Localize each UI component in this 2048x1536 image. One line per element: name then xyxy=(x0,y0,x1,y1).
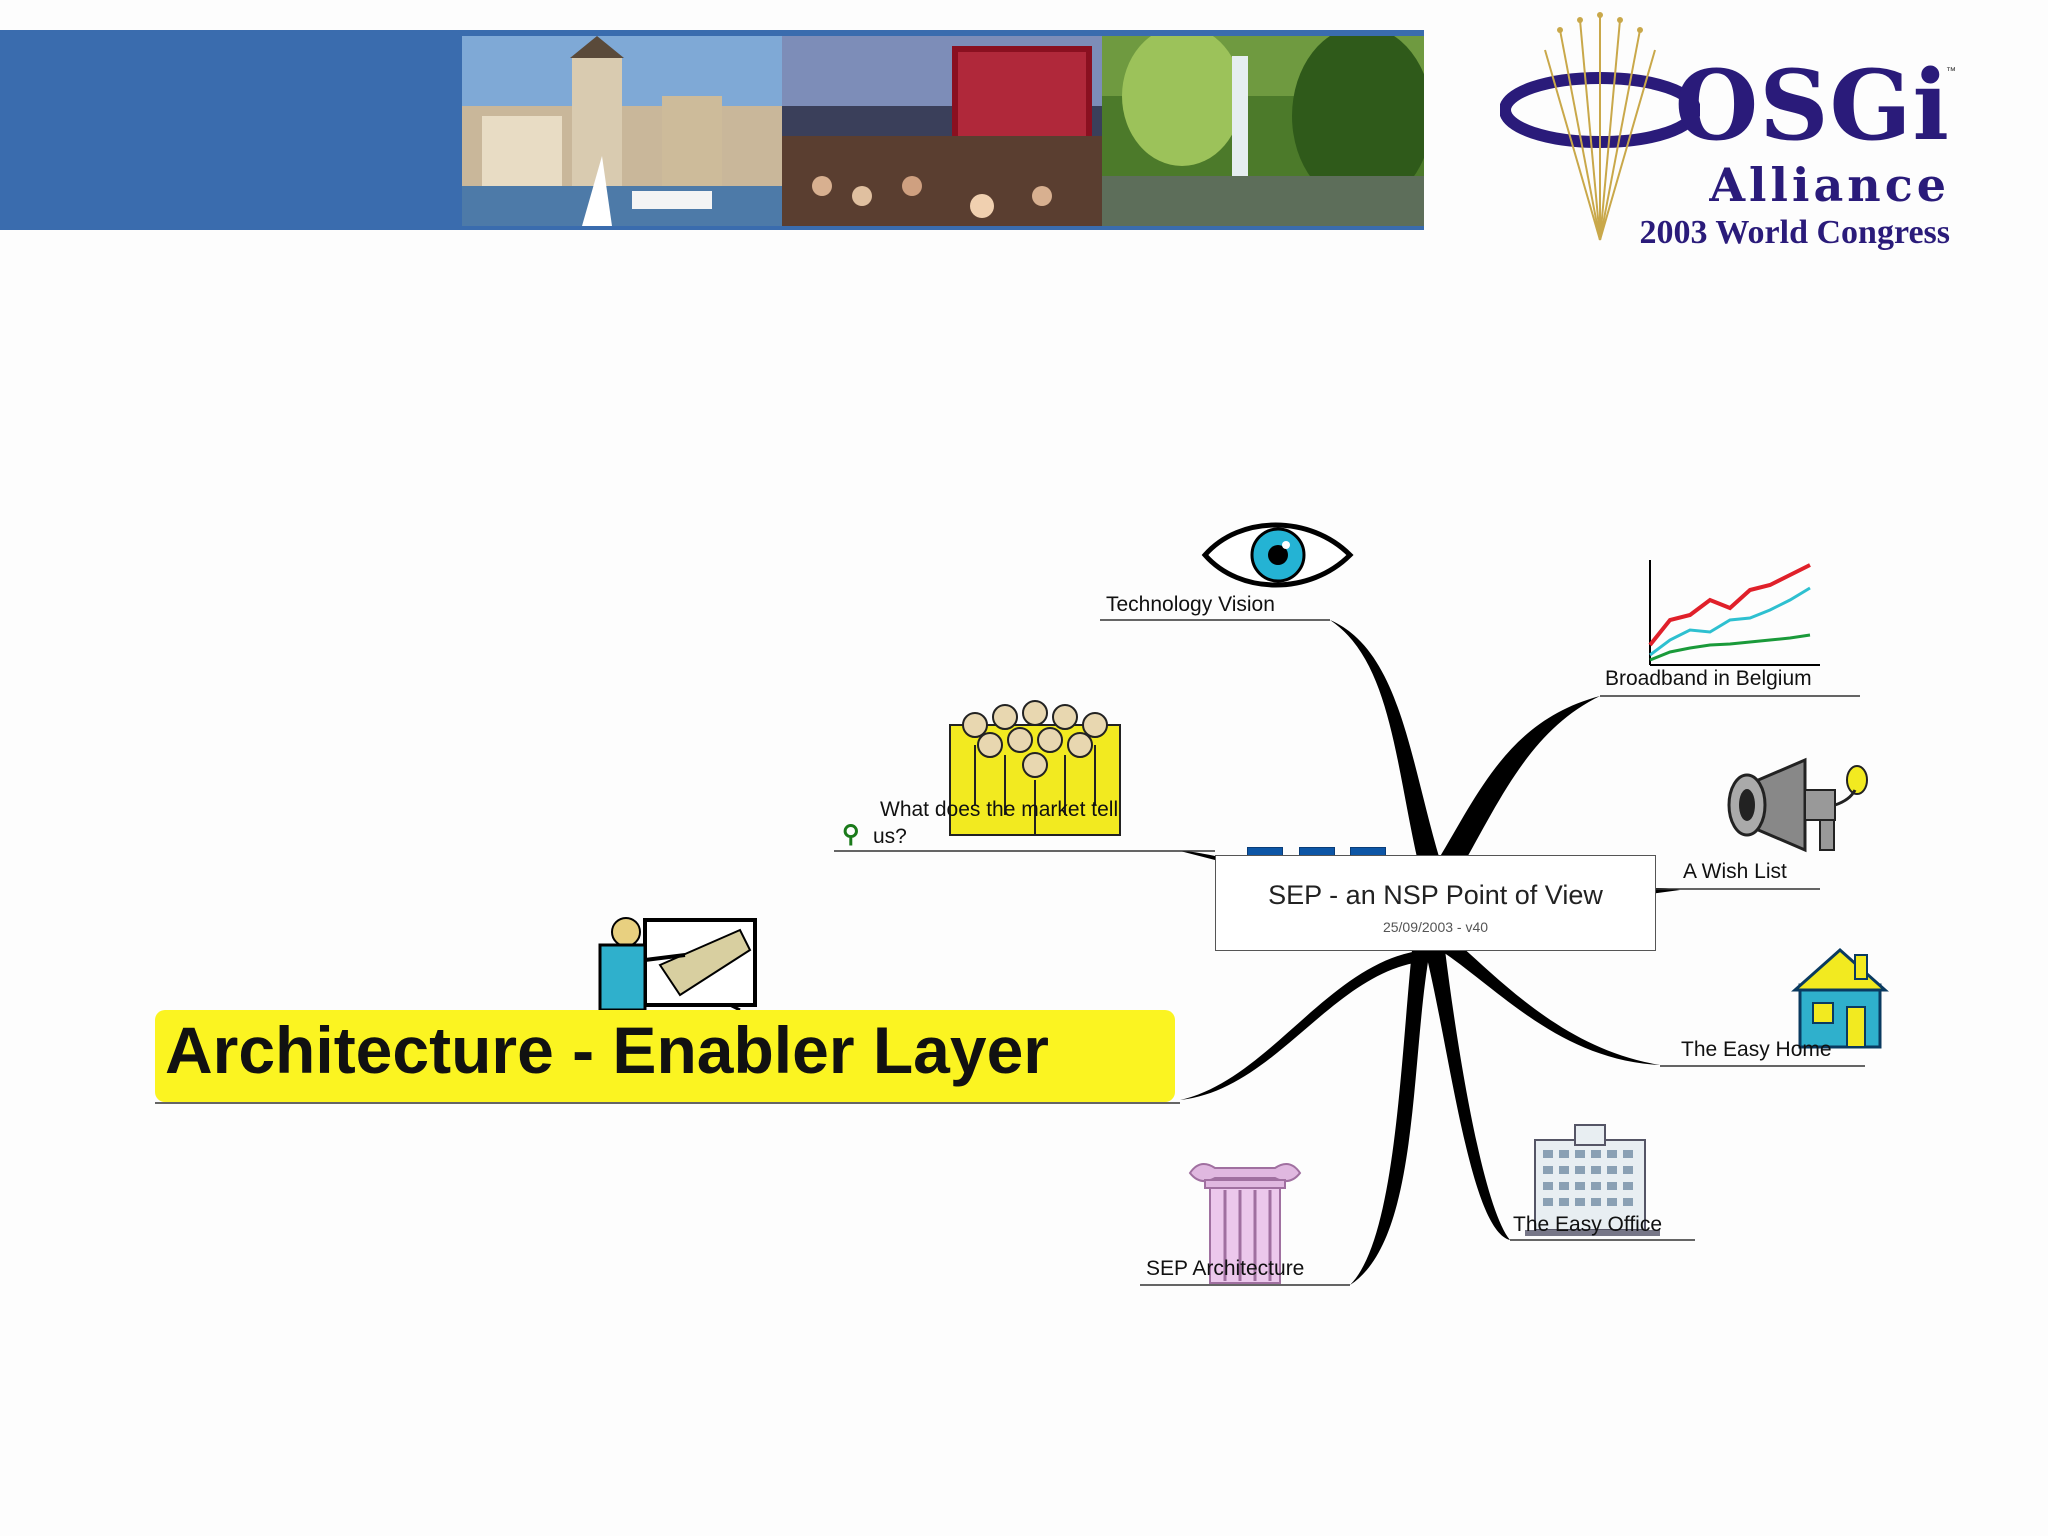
logo-emblem xyxy=(1500,12,1700,241)
logo-congress-text: 2003 World Congress xyxy=(1639,214,1950,251)
central-topic-title: SEP - an NSP Point of View xyxy=(1268,880,1603,910)
topic-market-line-1[interactable]: What does the market tell xyxy=(880,798,1119,821)
topic-easy-office[interactable]: The Easy Office xyxy=(1513,1213,1663,1236)
osgi-alliance-logo: OSGi ™ Alliance 2003 World Congress xyxy=(1500,10,1970,251)
megaphone-icon xyxy=(1727,757,1868,853)
logo-trademark: ™ xyxy=(1946,66,1956,77)
hint-icon[interactable]: ⚲ xyxy=(842,821,860,848)
topic-technology-vision[interactable]: Technology Vision xyxy=(1106,593,1275,616)
photo-cinema xyxy=(782,36,1102,226)
logo-alliance-text: Alliance xyxy=(1709,158,1950,212)
highlighted-topic-background xyxy=(155,1010,1175,1102)
column-icon xyxy=(1188,1163,1302,1284)
crowd-icon xyxy=(949,700,1121,836)
logo-wordmark: OSGi xyxy=(1674,49,1950,162)
eye-icon xyxy=(1201,522,1354,588)
topic-sep-architecture[interactable]: SEP Architecture xyxy=(1146,1257,1305,1280)
topic-broadband-in-belgium[interactable]: Broadband in Belgium xyxy=(1605,667,1812,690)
line-chart-icon xyxy=(1648,560,1820,666)
photo-park-fountain xyxy=(1102,36,1424,226)
branch-underlines xyxy=(155,619,1865,1286)
photo-old-town xyxy=(462,36,782,226)
topic-wish-list[interactable]: A Wish List xyxy=(1683,860,1787,883)
office-building-icon xyxy=(1525,1124,1660,1236)
central-topic[interactable]: SEP - an NSP Point of View 25/09/2003 - … xyxy=(1215,855,1656,951)
topic-easy-home[interactable]: The Easy Home xyxy=(1681,1038,1832,1061)
central-topic-date: 25/09/2003 - v40 xyxy=(1382,919,1489,935)
topic-architecture-enabler-layer[interactable]: Architecture - Enabler Layer xyxy=(165,1013,1049,1087)
topic-market-line-2[interactable]: us? xyxy=(873,825,907,848)
banner-photo-strip xyxy=(462,36,1424,226)
drafting-table-icon xyxy=(598,917,757,1012)
house-icon xyxy=(1791,947,1889,1049)
